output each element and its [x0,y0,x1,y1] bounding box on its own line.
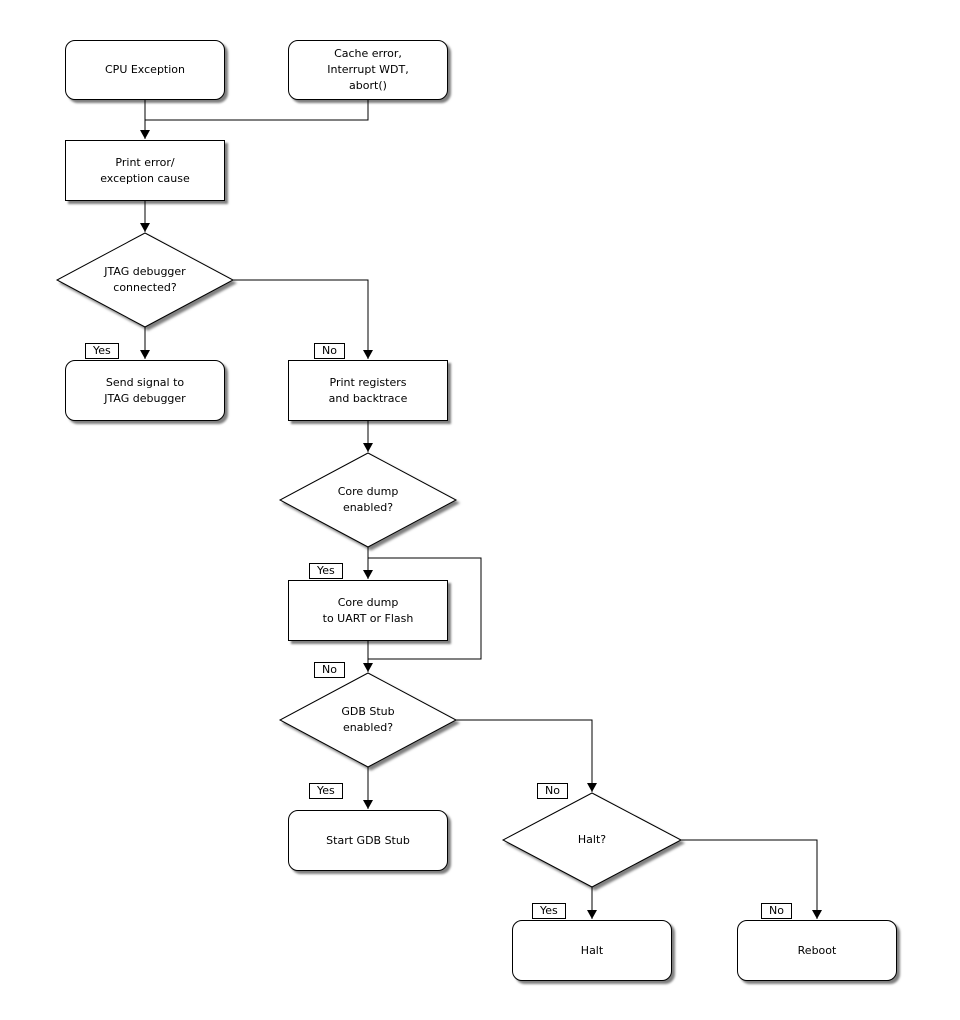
edge-coredump-no-bypass [368,557,482,660]
diamond-jtag-connected [55,232,235,328]
edge-cache-error-to-print-error [145,100,369,121]
node-send-signal: Send signal to JTAG debugger [65,360,225,421]
diamond-halt-question [501,792,683,888]
edge-gdbstub-no-to-halt-diamond [456,719,593,792]
arrowhead-into-coredump-box [363,570,373,579]
edge-label-coredump-yes: Yes [309,563,343,579]
node-reboot: Reboot [737,920,897,981]
arrowhead-into-halt-box [587,910,597,919]
edge-halt-no-to-reboot [681,839,818,919]
diamond-gdb-stub-enabled [278,672,458,768]
node-print-registers: Print registers and backtrace [288,360,448,421]
edge-label-gdbstub-no: No [537,783,568,799]
node-cpu-exception: CPU Exception [65,40,225,100]
arrowhead-into-halt-diamond [587,783,597,792]
node-core-dump: Core dump to UART or Flash [288,580,448,641]
edge-label-jtag-no: No [314,343,345,359]
arrowhead-into-print-error [140,130,150,139]
node-start-gdb-stub: Start GDB Stub [288,810,448,871]
node-halt: Halt [512,920,672,981]
arrowhead-into-jtag-diamond [140,223,150,232]
arrowhead-into-send-signal [140,350,150,359]
arrowhead-into-coredump-diamond [363,443,373,452]
edge-label-jtag-yes: Yes [85,343,119,359]
edge-label-halt-yes: Yes [532,903,566,919]
edge-label-gdbstub-yes: Yes [309,783,343,799]
arrowhead-into-print-registers [363,350,373,359]
node-print-error: Print error/ exception cause [65,140,225,201]
arrowhead-into-gdbstub-diamond [363,663,373,672]
node-cache-error: Cache error, Interrupt WDT, abort() [288,40,448,100]
arrowhead-into-reboot [812,910,822,919]
diamond-core-dump-enabled [278,452,458,548]
arrowhead-into-start-gdb-stub [363,800,373,809]
edge-jtag-no-to-print-registers [233,279,369,359]
edge-label-halt-no: No [761,903,792,919]
edge-label-coredump-no: No [314,662,345,678]
